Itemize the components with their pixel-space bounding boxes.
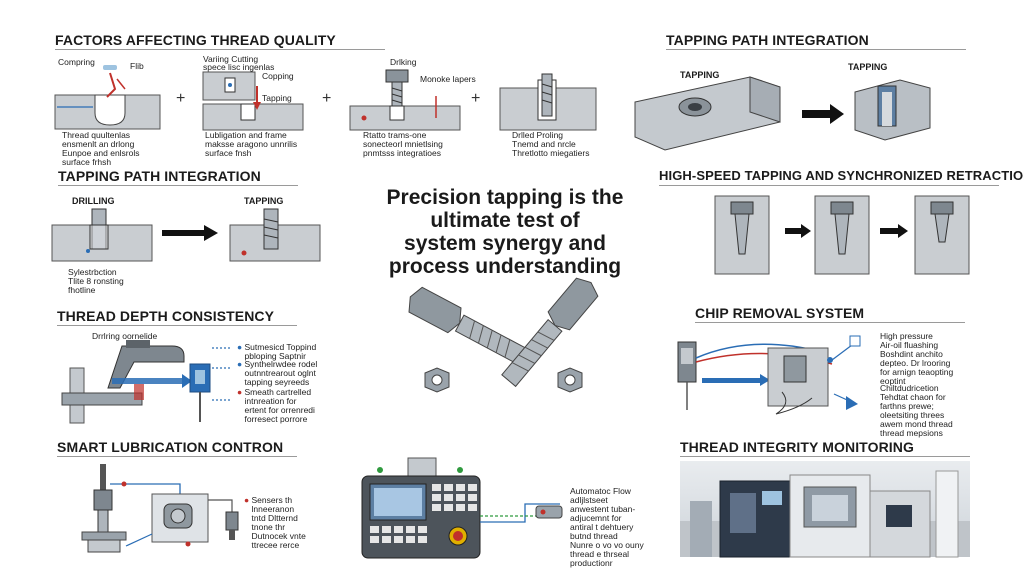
factors-diagram-2	[202, 71, 304, 131]
path-top-title: TAPPING PATH INTEGRATION	[666, 32, 869, 48]
p2-label-b: spece lisc ingenlas	[203, 62, 275, 72]
nut-icon	[557, 367, 583, 393]
p3-label-a: Drlking	[390, 57, 417, 67]
depth-diagram	[61, 340, 232, 424]
p2-caption: Lubligation and frame maksse aragono unn…	[205, 130, 298, 158]
depth-label-top: Drrlring oornelide	[92, 331, 158, 341]
center-line-2: ultimate test of	[430, 209, 580, 232]
p1-caption: Thread quultenlas ensmenlt an drlong Eun…	[62, 130, 140, 167]
path-left-caption: Sylestrbction Tlite 8 ronsting fhotline	[68, 267, 124, 295]
chip-diagram	[677, 335, 861, 415]
path-top-label-right: TAPPING	[848, 62, 888, 72]
plus-icon: +	[471, 90, 481, 107]
center-line-3: system synergy and	[404, 232, 606, 255]
factors-diagram-1	[54, 65, 161, 130]
factors-title: FACTORS AFFECTING THREAD QUALITY	[55, 32, 336, 48]
plus-icon: +	[176, 90, 186, 107]
center-line-4: process understanding	[388, 255, 622, 278]
p1-label-a: Compring	[58, 57, 95, 67]
center-statement: Precision tapping is the ultimate test o…	[345, 186, 665, 278]
monitoring-photo	[680, 461, 970, 558]
p4-caption: Drlled Proling Tnemd and nrcle Thretlott…	[512, 130, 590, 158]
path-left-label-right: TAPPING	[244, 196, 284, 206]
high-speed-title: HIGH-SPEED TAPPING AND SYNCHRONIZED RETR…	[659, 168, 1024, 183]
factors-diagram-4	[499, 73, 597, 131]
controller-diagram	[361, 457, 563, 559]
lubrication-diagram	[81, 464, 239, 553]
p2-label-d: Tapping	[262, 93, 292, 103]
center-line-1: Precision tapping is the	[386, 186, 624, 209]
path-left-diagram	[51, 208, 321, 262]
path-left-label-left: DRILLING	[72, 196, 115, 206]
lubrication-title: SMART LUBRICATION CONTRON	[57, 439, 284, 455]
p2-label-a: Variing Cutting	[203, 54, 259, 64]
p3-label-b: Monoke lapers	[420, 74, 476, 84]
p2-label-c: Copping	[262, 71, 294, 81]
nut-icon	[424, 367, 450, 393]
plus-icon: +	[322, 90, 332, 107]
bolt-icon	[408, 277, 599, 393]
p1-label-b: Flib	[130, 61, 144, 71]
path-left-title: TAPPING PATH INTEGRATION	[58, 168, 261, 184]
monitoring-title: THREAD INTEGRITY MONITORING	[680, 439, 914, 455]
chip-title: CHIP REMOVAL SYSTEM	[695, 305, 865, 321]
path-top-diagram	[634, 76, 931, 151]
depth-title: THREAD DEPTH CONSISTENCY	[57, 308, 275, 324]
high-speed-diagram	[714, 195, 970, 275]
arrow-right-icon	[830, 104, 844, 124]
factors-diagram-3	[349, 69, 461, 131]
path-top-label-left: TAPPING	[680, 70, 720, 80]
arrow-right-icon	[204, 225, 218, 241]
p3-caption: Rtatto trams-one sonecteorl mnietlsing p…	[363, 130, 443, 158]
